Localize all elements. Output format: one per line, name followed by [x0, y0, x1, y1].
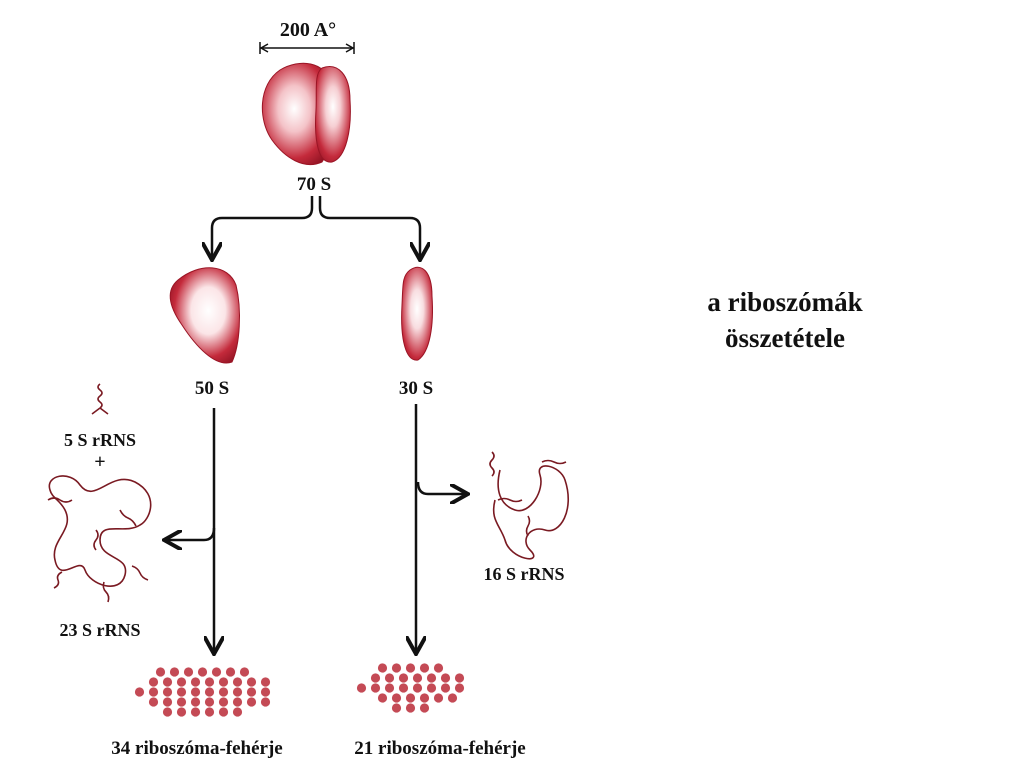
proteins-50s-cluster	[134, 667, 271, 717]
protein-dot	[232, 697, 243, 707]
protein-dot	[426, 683, 437, 693]
protein-dot	[218, 687, 229, 697]
protein-dot	[419, 703, 430, 713]
plus-sign: +	[94, 451, 105, 473]
protein-dot	[134, 687, 145, 697]
protein-dot	[162, 687, 173, 697]
label-30s: 30 S	[399, 378, 433, 399]
protein-dot	[433, 663, 444, 673]
rrna-16s-coil	[489, 451, 570, 560]
rrna-23s-coil	[47, 475, 152, 603]
protein-dot	[176, 687, 187, 697]
protein-dot	[190, 677, 201, 687]
protein-dot	[176, 697, 187, 707]
protein-dot	[183, 667, 194, 677]
protein-dot	[232, 677, 243, 687]
protein-dot	[391, 703, 402, 713]
protein-dot	[384, 683, 395, 693]
protein-dot	[162, 697, 173, 707]
protein-dot	[454, 683, 465, 693]
arrow-to-23s-rrna	[166, 527, 216, 540]
scale-label: 200 A°	[280, 19, 336, 41]
protein-dot	[260, 697, 271, 707]
label-50s: 50 S	[195, 378, 229, 399]
ribosome-composition-diagram: 200 A° 70 S 50 S 30 S 5 S rRNS + 23 S r	[47, 19, 570, 759]
protein-dot	[232, 707, 243, 717]
protein-dot	[162, 707, 173, 717]
protein-dot	[246, 677, 257, 687]
protein-dot	[419, 663, 430, 673]
protein-dot	[225, 667, 236, 677]
protein-dot	[405, 703, 416, 713]
protein-dot	[148, 677, 159, 687]
protein-dot	[176, 707, 187, 717]
protein-dot	[426, 673, 437, 683]
protein-dot	[190, 697, 201, 707]
title-line-1: a riboszómák	[707, 287, 863, 317]
protein-dot	[204, 707, 215, 717]
protein-dot	[239, 667, 250, 677]
protein-dot	[391, 693, 402, 703]
protein-dot	[370, 673, 381, 683]
protein-dot	[204, 697, 215, 707]
protein-dot	[377, 693, 388, 703]
protein-dot	[440, 673, 451, 683]
label-5s-rrna: 5 S rRNS	[64, 430, 136, 450]
protein-dot	[176, 677, 187, 687]
protein-dot	[190, 707, 201, 717]
subunit-30s-shape	[401, 266, 433, 361]
protein-dot	[440, 683, 451, 693]
protein-dot	[356, 683, 367, 693]
protein-dot	[190, 687, 201, 697]
protein-dot	[370, 683, 381, 693]
label-23s-rrna: 23 S rRNS	[59, 620, 140, 640]
protein-dot	[155, 667, 166, 677]
protein-dot	[169, 667, 180, 677]
protein-dot	[218, 697, 229, 707]
protein-dot	[454, 673, 465, 683]
split-arrows	[212, 196, 420, 258]
protein-dot	[211, 667, 222, 677]
protein-dot	[377, 663, 388, 673]
label-30s-proteins: 21 riboszóma-fehérje	[354, 738, 525, 759]
protein-dot	[384, 673, 395, 683]
protein-dot	[148, 687, 159, 697]
protein-dot	[398, 673, 409, 683]
label-70s: 70 S	[297, 174, 331, 195]
protein-dot	[218, 707, 229, 717]
protein-dot	[391, 663, 402, 673]
protein-dot	[197, 667, 208, 677]
protein-dot	[218, 677, 229, 687]
protein-dot	[260, 687, 271, 697]
protein-dot	[260, 677, 271, 687]
proteins-30s-cluster	[356, 663, 465, 713]
ribosome-70s-shape	[261, 62, 351, 166]
label-50s-proteins: 34 riboszóma-fehérje	[111, 738, 282, 759]
protein-dot	[204, 677, 215, 687]
protein-dot	[246, 687, 257, 697]
protein-dot	[232, 687, 243, 697]
protein-dot	[412, 683, 423, 693]
protein-dot	[405, 693, 416, 703]
subunit-50s-shape	[169, 267, 240, 364]
rrna-5s-squiggle	[91, 383, 109, 415]
protein-dot	[398, 683, 409, 693]
protein-dot	[204, 687, 215, 697]
protein-dot	[447, 693, 458, 703]
protein-dot	[246, 697, 257, 707]
label-16s-rrna: 16 S rRNS	[483, 564, 564, 584]
scale-bar	[259, 42, 355, 54]
protein-dot	[148, 697, 159, 707]
protein-dot	[162, 677, 173, 687]
title-line-2: összetétele	[725, 323, 845, 353]
protein-dot	[405, 663, 416, 673]
protein-arrows	[214, 404, 416, 652]
protein-dot	[419, 693, 430, 703]
slide-title: a riboszómák összetétele	[640, 284, 930, 356]
protein-dot	[412, 673, 423, 683]
arrow-to-16s-rrna	[416, 481, 466, 494]
protein-dot	[433, 693, 444, 703]
